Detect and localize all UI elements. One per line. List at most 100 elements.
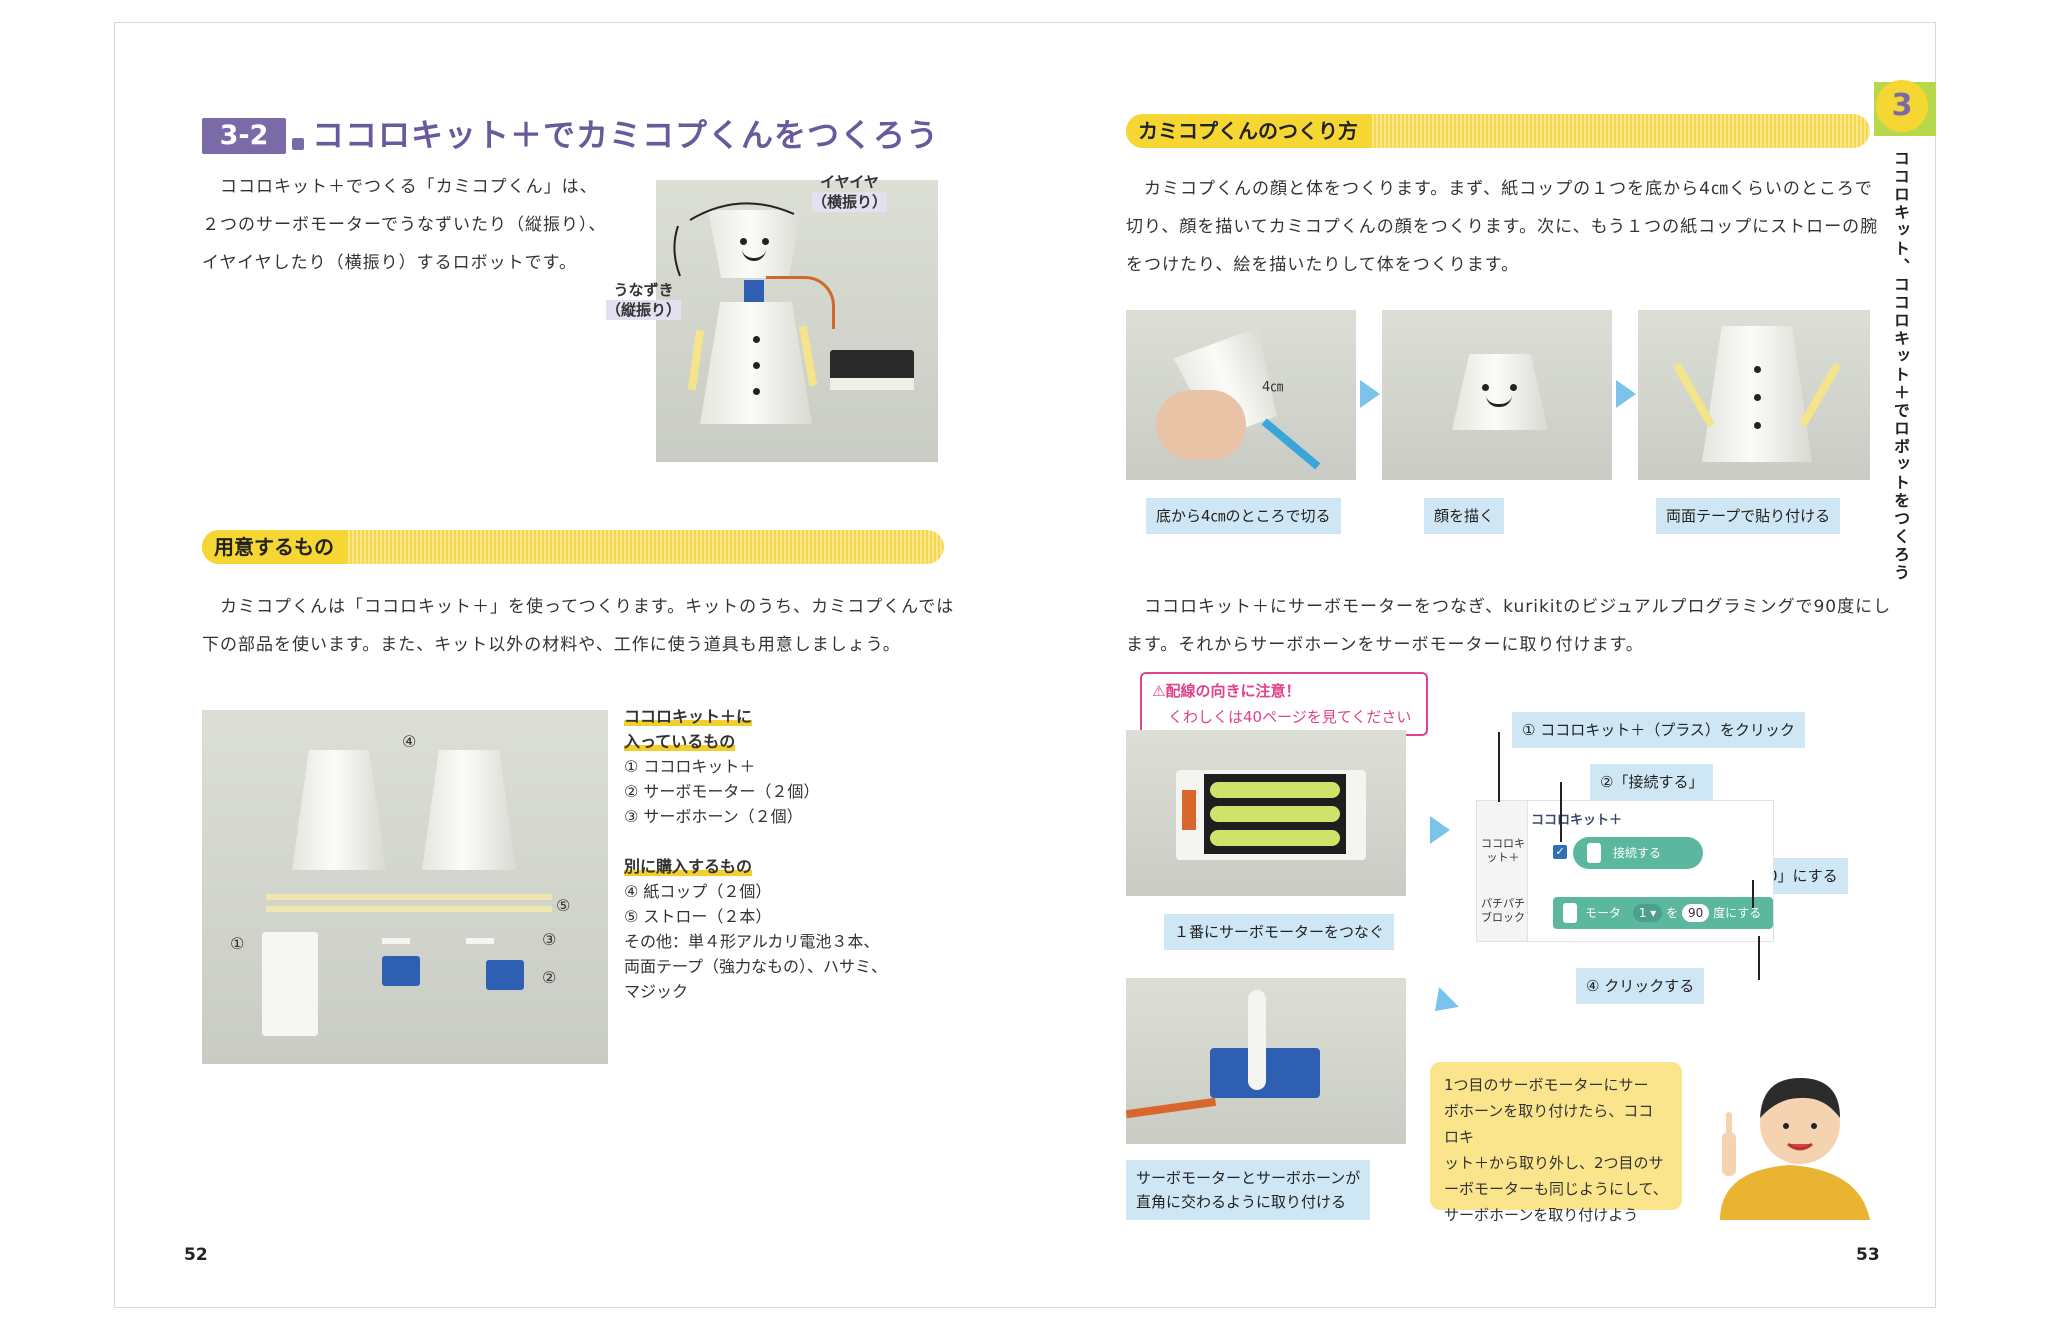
list-heading: 別に購入するもの	[624, 857, 753, 876]
leader-line	[1752, 880, 1754, 908]
heading-label: カミコプくんのつくり方	[1126, 114, 1372, 148]
leader-line	[1498, 732, 1500, 802]
button-dot	[1754, 422, 1761, 429]
robot-head	[708, 210, 802, 278]
category-pachipachi[interactable]: パチパチブロック	[1481, 897, 1525, 924]
bubble-line: ボホーンを取り付けたら、ココロキ	[1444, 1102, 1654, 1146]
caption-line: サーボモーターとサーボホーンが	[1136, 1169, 1361, 1187]
how-line: をつけたり、絵を描いたりして体をつくります。	[1126, 255, 1520, 275]
heading-prep: 用意するもの	[202, 530, 944, 564]
chapter-number: 3	[1876, 80, 1928, 132]
section-title: ココロキット＋でカミコプくんをつくろう	[312, 116, 940, 154]
kit-icon	[1563, 903, 1577, 923]
list-item: ① ココロキット＋	[624, 757, 756, 776]
motor-block[interactable]: モータ 1 ▾ を 90 度にする	[1553, 897, 1773, 929]
button-dot	[753, 362, 760, 369]
step-caption: 底から4㎝のところで切る	[1146, 498, 1341, 534]
heading-how: カミコプくんのつくり方	[1126, 114, 1870, 148]
robot-photo	[656, 180, 938, 462]
block-label: モータ	[1585, 906, 1622, 920]
straw-arm	[687, 329, 705, 391]
servo-horn	[382, 938, 410, 944]
intro-line: ２つのサーボモーターでうなずいたり（縦振り）、	[202, 215, 607, 235]
connect-caption: １番にサーボモーターをつなぐ	[1164, 914, 1395, 950]
scissors	[1261, 418, 1321, 470]
servo-motor	[486, 960, 524, 990]
eye	[1482, 384, 1489, 391]
bubble-line: ーボモーターも同じようにして、	[1444, 1180, 1668, 1198]
section-deco	[292, 138, 304, 150]
list-item: 両面テープ（強力なもの）、ハサミ、	[624, 957, 888, 976]
heading-label: 用意するもの	[202, 530, 348, 564]
intro-line: ココロキット＋でつくる「カミコプくん」は、	[220, 177, 598, 197]
servo-horn-photo	[1126, 978, 1406, 1144]
kit-icon	[1587, 843, 1601, 863]
battery	[1210, 782, 1340, 798]
servo-wire	[1126, 1097, 1217, 1119]
cut-label: 4㎝	[1262, 380, 1284, 395]
arrow-right	[1430, 816, 1450, 844]
list-item: ② サーボモーター（２個）	[624, 782, 820, 801]
how-text: カミコプくんの顔と体をつくります。まず、紙コップの１つを底から4㎝くらいのところ…	[1126, 170, 1878, 284]
straw	[266, 894, 552, 900]
block-label: 接続する	[1613, 846, 1662, 860]
connect-block[interactable]: 接続する	[1573, 837, 1703, 869]
prep-text: カミコプくんは「ココロキット＋」を使ってつくります。キットのうち、カミコプくんで…	[202, 588, 954, 664]
marker: ④	[402, 732, 417, 751]
leader-line	[1560, 782, 1562, 842]
step-photo-cut: 4㎝	[1126, 310, 1356, 480]
how-line: 切り、顔を描いてカミコプくんの顔をつくります。次に、もう１つの紙コップにストロー…	[1126, 217, 1879, 237]
character-illustration	[1720, 1078, 1870, 1220]
horn-caption: サーボモーターとサーボホーンが 直角に交わるように取り付ける	[1126, 1160, 1371, 1220]
warning-detail: くわしくは40ページを見てください	[1168, 708, 1412, 726]
button-dot	[1754, 394, 1761, 401]
block-label: を	[1666, 906, 1679, 920]
category-kokoro[interactable]: ココロキット＋	[1481, 837, 1525, 864]
button-dot	[753, 336, 760, 343]
label-text: イヤイヤ	[820, 173, 879, 191]
arrow-right	[1360, 380, 1380, 408]
cup-head	[1452, 354, 1548, 430]
marker: ⑤	[556, 896, 571, 915]
kit-board	[830, 378, 914, 390]
mouth	[1486, 394, 1512, 407]
program-step: ① ココロキット＋（プラス）をクリック	[1512, 712, 1805, 748]
caption-line: 直角に交わるように取り付ける	[1136, 1193, 1347, 1211]
prep-line: カミコプくんは「ココロキット＋」を使ってつくります。キットのうち、カミコプくんで…	[220, 597, 955, 617]
servo-text: ココロキット＋にサーボモーターをつなぎ、kurikitのビジュアルプログラミング…	[1126, 588, 1891, 664]
program-step: ④ クリックする	[1576, 968, 1705, 1004]
mouth	[742, 248, 766, 261]
list-item: ④ 紙コップ（２個）	[624, 882, 772, 901]
connect-checkbox[interactable]: ✓	[1553, 845, 1567, 859]
intro-text: ココロキット＋でつくる「カミコプくん」は、 ２つのサーボモーターでうなずいたり（…	[202, 168, 606, 282]
list-heading: 入っているもの	[624, 732, 736, 751]
intro-line: イヤイヤしたり（横振り）するロボットです。	[202, 253, 577, 273]
eye	[740, 238, 747, 245]
label-unazuki: うなずき （縦振り）	[606, 280, 682, 320]
label-text: （横振り）	[812, 192, 888, 212]
bubble-line: サーボホーンを取り付けよう	[1444, 1206, 1639, 1224]
section-number: 3-2	[202, 118, 286, 154]
straw	[266, 906, 552, 912]
step-caption: 顔を描く	[1424, 498, 1505, 534]
block-label: 度にする	[1713, 906, 1762, 920]
chapter-title: ココロキット、ココロキット＋でロボットをつくろう	[1891, 150, 1910, 582]
marker: ②	[542, 968, 557, 987]
servo-horn	[466, 938, 494, 944]
page-number-right: 53	[1856, 1245, 1880, 1265]
servo-horn	[1248, 990, 1266, 1090]
list-item: ③ サーボホーン（２個）	[624, 807, 803, 826]
paper-cup	[292, 750, 386, 870]
warning-callout: ⚠配線の向きに注意！ くわしくは40ページを見てください	[1140, 672, 1428, 736]
motor-dropdown[interactable]: 1 ▾	[1632, 904, 1663, 922]
straw-arm	[1673, 362, 1715, 428]
motion-arrows	[673, 202, 795, 277]
program-step: ②「接続する」	[1590, 764, 1714, 800]
button-dot	[753, 388, 760, 395]
angle-input[interactable]: 90	[1682, 904, 1710, 922]
battery-photo	[1126, 730, 1406, 896]
button-dot	[1754, 366, 1761, 373]
battery	[1210, 806, 1340, 822]
battery	[1210, 830, 1340, 846]
warning-title: ⚠配線の向きに注意！	[1152, 682, 1301, 700]
